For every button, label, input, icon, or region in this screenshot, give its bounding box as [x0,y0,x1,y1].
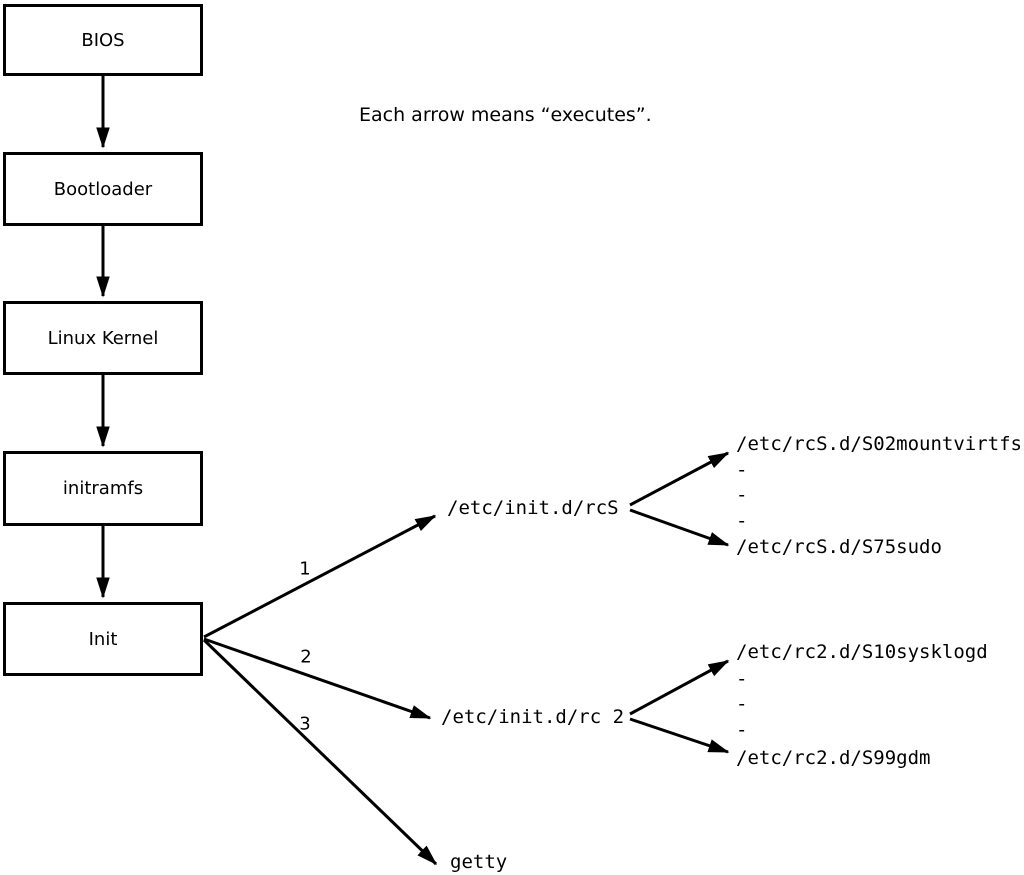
arrow-init-to-getty [202,638,438,866]
arrow-init-to-rc2 [203,637,432,720]
box-bootloader: Bootloader [3,152,203,226]
label-rcs-s75sudo: /etc/rcS.d/S75sudo [736,536,942,558]
label-rcs-ellipsis-dash-3: - [736,510,748,532]
box-bios: BIOS [3,4,203,76]
caption-text: Each arrow means “executes”. [359,104,652,126]
label-rc2-s10sysklogd: /etc/rc2.d/S10sysklogd [736,641,988,663]
arrow-rcs-to-s02mountvirtfs [629,451,730,507]
box-initramfs-label: initramfs [62,478,144,499]
box-bootloader-label: Bootloader [53,178,153,200]
label-etc-init-d-rc2: /etc/init.d/rc 2 [441,706,625,728]
branch-1-number: 1 [299,558,311,580]
arrow-init-to-rcs [203,514,437,639]
label-etc-init-d-rcS: /etc/init.d/rcS [447,497,619,519]
arrow-rc2-to-s10sysklogd [629,659,730,716]
label-rcs-ellipsis-dash-1: - [736,459,748,481]
branch-3-number: 3 [299,713,311,735]
label-rc2-ellipsis-dash-3: - [736,719,748,741]
box-initramfs: initramfs [3,451,203,526]
box-init: Init [3,602,203,676]
box-linux-kernel: Linux Kernel [3,301,203,375]
label-getty: getty [450,851,508,873]
box-bios-label: BIOS [81,29,125,51]
arrow-rc2-to-s99gdm [629,717,730,754]
box-linux-kernel-label: Linux Kernel [47,327,159,349]
arrow-rcs-to-s75sudo [629,508,730,547]
label-rcs-ellipsis-dash-2: - [736,484,748,506]
label-rc2-s99gdm: /etc/rc2.d/S99gdm [736,747,931,769]
label-rc2-ellipsis-dash-1: - [736,668,748,690]
label-rcs-s02mountvirtfs: /etc/rcS.d/S02mountvirtfs [736,433,1022,455]
box-init-label: Init [88,628,118,650]
branch-2-number: 2 [300,646,312,668]
label-rc2-ellipsis-dash-2: - [736,693,748,715]
